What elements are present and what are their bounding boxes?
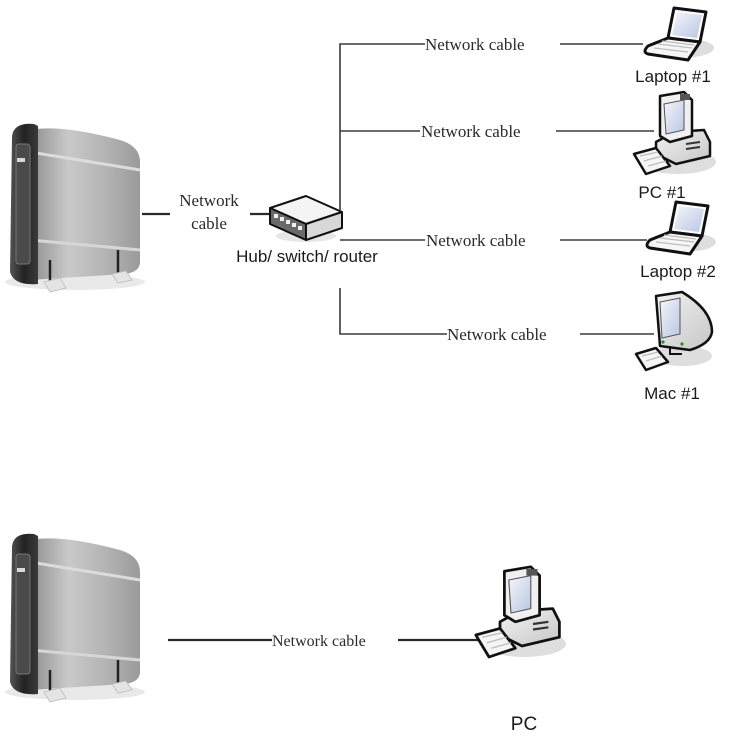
device-label: Laptop #2	[640, 262, 716, 281]
cable-label: Network cable	[272, 633, 366, 650]
cable-label: Network cable	[426, 231, 526, 250]
cable-label: Network cable	[425, 35, 525, 54]
device-label: PC #1	[638, 183, 685, 202]
desktop-pc-icon	[476, 567, 566, 657]
mac-icon	[636, 292, 712, 370]
diagram-direct-topology: Network cable PC	[5, 534, 566, 735]
hub-label: Hub/ switch/ router	[236, 247, 378, 266]
cable-label-line2: cable	[191, 214, 227, 233]
client-pc-1: Network cable PC #1	[421, 92, 716, 202]
storage-drive-icon	[5, 124, 145, 292]
device-label: PC	[511, 714, 537, 735]
storage-drive-icon	[5, 534, 145, 702]
trunk-cable-upper	[340, 44, 425, 210]
client-mac-1: Network cable Mac #1	[447, 292, 712, 403]
desktop-pc-icon	[634, 92, 716, 174]
device-label: Laptop #1	[635, 67, 711, 86]
trunk-cable-lower	[340, 288, 447, 334]
diagram-hub-topology: Network cable Hub/ switch/ router Networ…	[5, 8, 716, 403]
client-laptop-2: Network cable Laptop #2	[426, 202, 716, 281]
cable-label: Network cable	[447, 325, 547, 344]
hub-icon	[270, 196, 342, 242]
device-label: Mac #1	[644, 384, 700, 403]
client-laptop-1: Network cable Laptop #1	[425, 8, 714, 86]
cable-label-line1: Network	[179, 191, 239, 210]
laptop-icon	[647, 202, 716, 254]
cable-label: Network cable	[421, 122, 521, 141]
laptop-icon	[645, 8, 714, 60]
